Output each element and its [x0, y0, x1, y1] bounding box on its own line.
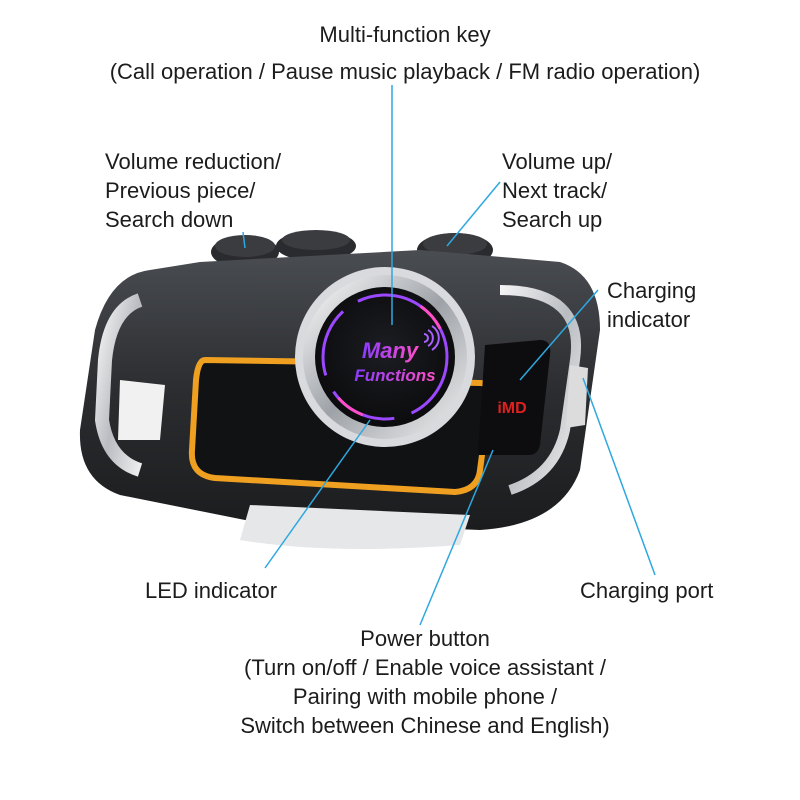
label-line: Switch between Chinese and English) [240, 713, 610, 738]
leader-lines [242, 85, 656, 626]
leader-volume-up [446, 181, 501, 247]
knob-text-line1: Many [362, 338, 420, 363]
label-line: Multi-function key [319, 22, 491, 47]
label-line: Previous piece/ [105, 178, 256, 203]
multi-function-knob [295, 267, 475, 447]
charging-indicator-window [478, 340, 551, 455]
knob-text-line2: Functions [354, 366, 435, 385]
label-line: indicator [607, 307, 691, 332]
wireless-signal-icon [423, 325, 440, 351]
charging-led-mark: iMD [497, 400, 526, 417]
leader-charging-indicator [519, 289, 599, 381]
label-line: Next track/ [502, 178, 608, 203]
label-volume-down: Volume reduction/ Previous piece/ Search… [105, 147, 281, 234]
leader-power-button [419, 449, 494, 626]
label-charging-indicator: Charging indicator [607, 276, 696, 334]
leader-volume-down [242, 231, 246, 249]
label-line: (Turn on/off / Enable voice assistant / [244, 655, 606, 680]
multi-function-top-button [276, 230, 356, 261]
label-line: Search down [105, 207, 234, 232]
leader-led-indicator [264, 419, 371, 569]
label-power-button: Power button (Turn on/off / Enable voice… [175, 624, 675, 740]
label-line: Charging [607, 278, 697, 303]
label-charging-port: Charging port [580, 576, 713, 605]
label-line: Pairing with mobile phone / [292, 684, 558, 709]
label-volume-up: Volume up/ Next track/ Search up [502, 147, 612, 234]
label-line: Search up [502, 207, 603, 232]
label-multi-function-key: Multi-function key (Call operation / Pau… [60, 20, 750, 86]
label-line: Volume up/ [502, 149, 613, 174]
label-line: LED indicator [145, 578, 278, 603]
label-line: Charging port [580, 578, 714, 603]
label-line: (Call operation / Pause music playback /… [109, 59, 701, 84]
label-line: Power button [360, 626, 490, 651]
label-led-indicator: LED indicator [145, 576, 277, 605]
label-line: Volume reduction/ [105, 149, 282, 174]
leader-charging-port [582, 377, 656, 576]
